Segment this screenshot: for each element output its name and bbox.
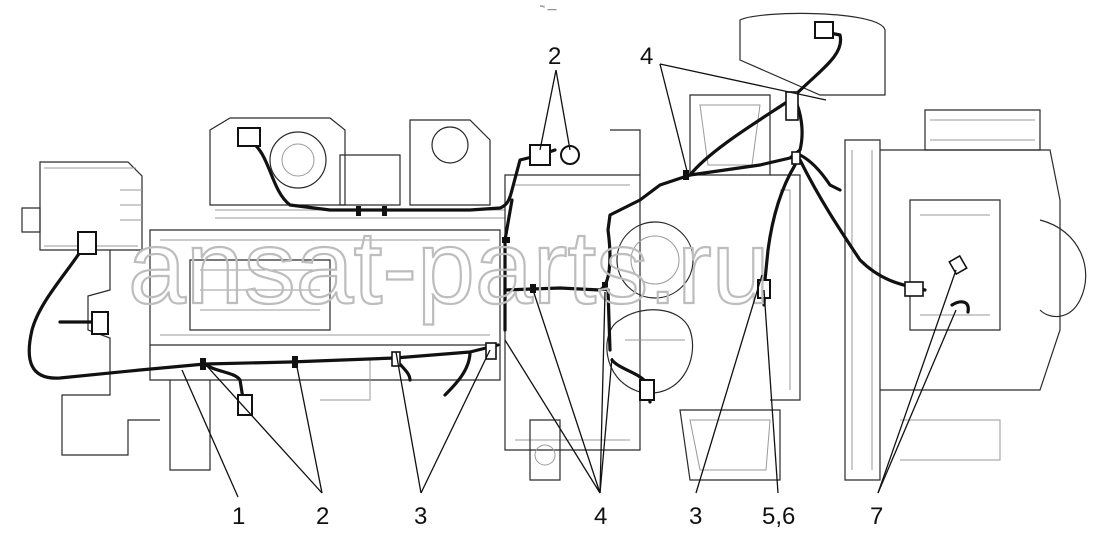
leader-lines (181, 63, 957, 498)
callout-7: 7 (870, 503, 883, 530)
harness-3-right (762, 163, 797, 307)
callout-2-top: 2 (548, 43, 561, 70)
watermark-text: ansat-parts.ru (128, 210, 770, 326)
callout-numbers: 1 2 3 4 3 5,6 7 2 4 (232, 43, 883, 530)
connectors (77, 21, 970, 416)
callout-3-right: 3 (689, 503, 702, 530)
harness-2 (246, 138, 557, 212)
top-mark: ˜‘ — (539, 4, 557, 14)
callout-5-6: 5,6 (762, 503, 795, 530)
callout-1: 1 (232, 503, 245, 530)
wiring-harness (27, 21, 970, 416)
transmission-body (61, 117, 505, 471)
final-drive (844, 109, 1087, 481)
clips (200, 151, 801, 370)
harness-1 (27, 238, 500, 380)
callout-2-bottom: 2 (316, 503, 329, 530)
cab-elements (679, 12, 886, 481)
callout-4-bottom: 4 (594, 503, 607, 530)
gearbox-housing (504, 129, 694, 481)
engine-transmission-assembly (21, 12, 1087, 481)
callout-4-top: 4 (640, 43, 653, 70)
callout-3-left: 3 (414, 503, 427, 530)
